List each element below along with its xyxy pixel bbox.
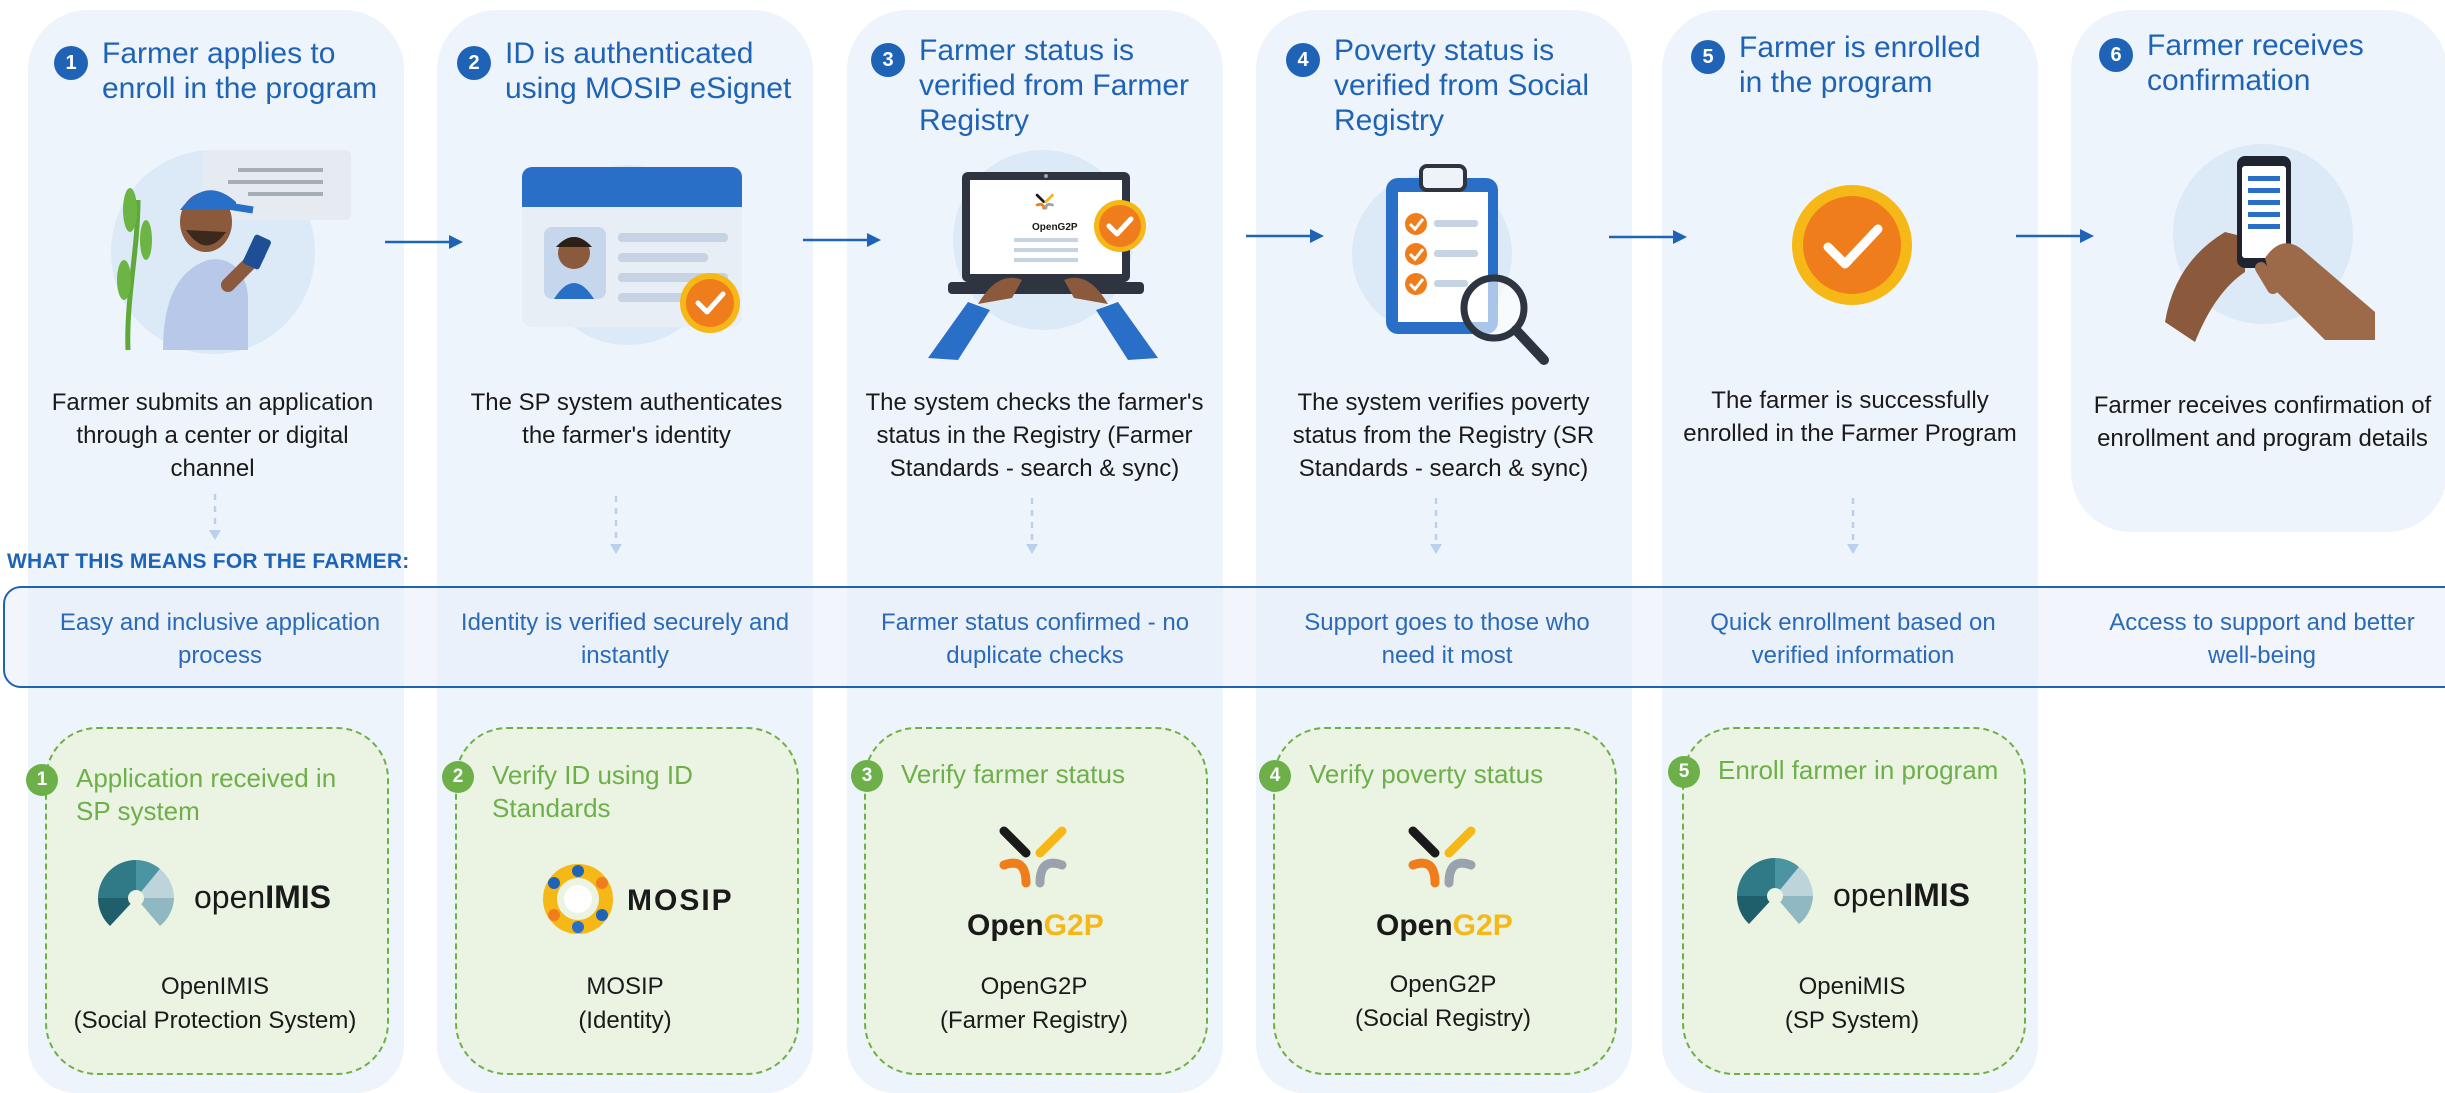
benefit-text-3: Farmer status confirmed - no duplicate c… <box>880 609 1190 669</box>
mosip-logo: MOSIP <box>541 862 741 943</box>
svg-text:openIMIS: openIMIS <box>194 879 331 915</box>
system-header-4: 4 Verify poverty status <box>1259 758 1589 792</box>
flow-arrow-2-to-3 <box>803 233 881 247</box>
step-header-3: 3 Farmer status is verified from Farmer … <box>871 33 1216 138</box>
svg-text:OpenG2P: OpenG2P <box>1376 909 1513 942</box>
step-header-2: 2 ID is authenticated using MOSIP eSigne… <box>457 36 802 106</box>
openg2p-logo: OpenG2P <box>963 825 1113 950</box>
svg-text:OpenG2P: OpenG2P <box>967 909 1104 942</box>
openg2p-logo: OpenG2P <box>1372 825 1522 950</box>
step-header-4: 4 Poverty status is verified from Social… <box>1286 33 1626 138</box>
system-header-3: 3 Verify farmer status <box>851 758 1171 792</box>
system-title: Enroll farmer in program <box>1718 755 1999 785</box>
flow-arrow-1-to-2 <box>385 235 463 249</box>
benefit-text-4: Support goes to those who need it most <box>1304 609 1590 669</box>
step-description-3: The system checks the farmer's status in… <box>865 389 1204 482</box>
step-title: Farmer applies to enroll in the program <box>102 37 378 105</box>
flow-arrow-5-to-6 <box>2016 229 2094 243</box>
step-description-2: The SP system authenticates the farmer's… <box>470 389 783 449</box>
benefit-text-6: Access to support and better well-being <box>2109 609 2415 669</box>
openimis-logo: openIMIS <box>1735 856 1975 941</box>
step-number-badge: 2 <box>457 46 491 80</box>
laptop-logo-text: OpenG2P <box>1032 222 1078 233</box>
system-number-badge: 2 <box>442 761 474 793</box>
step-title: ID is authenticated using MOSIP eSignet <box>505 37 792 105</box>
system-subtitle-2: (Identity) <box>578 1007 672 1034</box>
step-header-1: 1 Farmer applies to enroll in the progra… <box>54 36 394 106</box>
step-title: Farmer status is verified from Farmer Re… <box>919 34 1190 137</box>
step-title: Farmer receives confirmation <box>2147 29 2364 97</box>
check-circle-illustration <box>1792 185 1912 305</box>
system-subtitle-1: (Social Protection System) <box>73 1007 357 1034</box>
system-name-2: MOSIP <box>586 973 664 1000</box>
step-number-badge: 3 <box>871 43 905 77</box>
system-name-3: OpenG2P <box>980 973 1088 1000</box>
dashed-arrow-1 <box>209 494 221 540</box>
dashed-arrow-2 <box>610 496 622 554</box>
system-number-badge: 5 <box>1668 756 1700 788</box>
system-subtitle-4: (Social Registry) <box>1354 1005 1532 1032</box>
system-number-badge: 1 <box>26 764 58 796</box>
benefit-text-2: Identity is verified securely and instan… <box>460 609 790 669</box>
step-description-6: Farmer receives confirmation of enrollme… <box>2093 392 2432 452</box>
system-number-badge: 4 <box>1259 760 1291 792</box>
step-description-1: Farmer submits an application through a … <box>51 389 374 482</box>
step-header-6: 6 Farmer receives confirmation <box>2099 28 2429 98</box>
system-title: Verify poverty status <box>1309 759 1544 789</box>
svg-text:openIMIS: openIMIS <box>1833 877 1970 913</box>
system-header-1: 1 Application received in SP system <box>26 762 366 828</box>
system-name-1: OpenIMIS <box>160 973 270 1000</box>
step-description-5: The farmer is successfully enrolled in t… <box>1683 387 2017 447</box>
system-name-4: OpenG2P <box>1389 971 1497 998</box>
system-title: Application received in SP system <box>76 763 337 826</box>
dashed-arrow-5 <box>1847 498 1859 554</box>
benefit-text-5: Quick enrollment based on verified infor… <box>1710 609 1996 669</box>
id-card-check-illustration <box>522 165 742 345</box>
step-number-badge: 4 <box>1286 43 1320 77</box>
flow-arrow-3-to-4 <box>1246 229 1324 243</box>
system-header-5: 5 Enroll farmer in program <box>1668 754 2008 788</box>
system-box-4 <box>1273 727 1617 1075</box>
svg-text:MOSIP: MOSIP <box>627 884 734 917</box>
system-subtitle-5: (SP System) <box>1784 1007 1920 1034</box>
system-name-5: OpeniMIS <box>1798 973 1906 1000</box>
system-number-badge: 3 <box>851 760 883 792</box>
system-subtitle-3: (Farmer Registry) <box>939 1007 1128 1034</box>
system-header-2: 2 Verify ID using ID Standards <box>442 759 762 825</box>
dashed-arrow-3 <box>1026 498 1038 554</box>
system-box-3 <box>864 727 1208 1075</box>
step-number-badge: 6 <box>2099 38 2133 72</box>
hand-phone-illustration <box>2165 144 2375 342</box>
system-box-2 <box>455 727 799 1075</box>
clipboard-magnifier-illustration <box>1352 164 1549 365</box>
laptop-check-illustration: OpenG2P <box>928 150 1158 360</box>
step-title: Farmer is enrolled in the program <box>1739 31 1981 99</box>
step-description-4: The system verifies poverty status from … <box>1292 389 1595 482</box>
openimis-logo: openIMIS <box>96 858 336 943</box>
benefit-text-1: Easy and inclusive application process <box>59 609 381 669</box>
farmer-with-phone-illustration <box>111 150 351 354</box>
step-header-5: 5 Farmer is enrolled in the program <box>1691 30 1991 100</box>
system-title: Verify farmer status <box>901 759 1125 789</box>
step-number-badge: 1 <box>54 46 88 80</box>
flow-arrow-4-to-5 <box>1609 230 1687 244</box>
step-number-badge: 5 <box>1691 40 1725 74</box>
section-label: WHAT THIS MEANS FOR THE FARMER: <box>7 550 410 573</box>
dashed-arrow-4 <box>1430 498 1442 554</box>
step-title: Poverty status is verified from Social R… <box>1334 34 1590 137</box>
benefits-band <box>3 586 2445 688</box>
system-title: Verify ID using ID Standards <box>492 760 693 823</box>
